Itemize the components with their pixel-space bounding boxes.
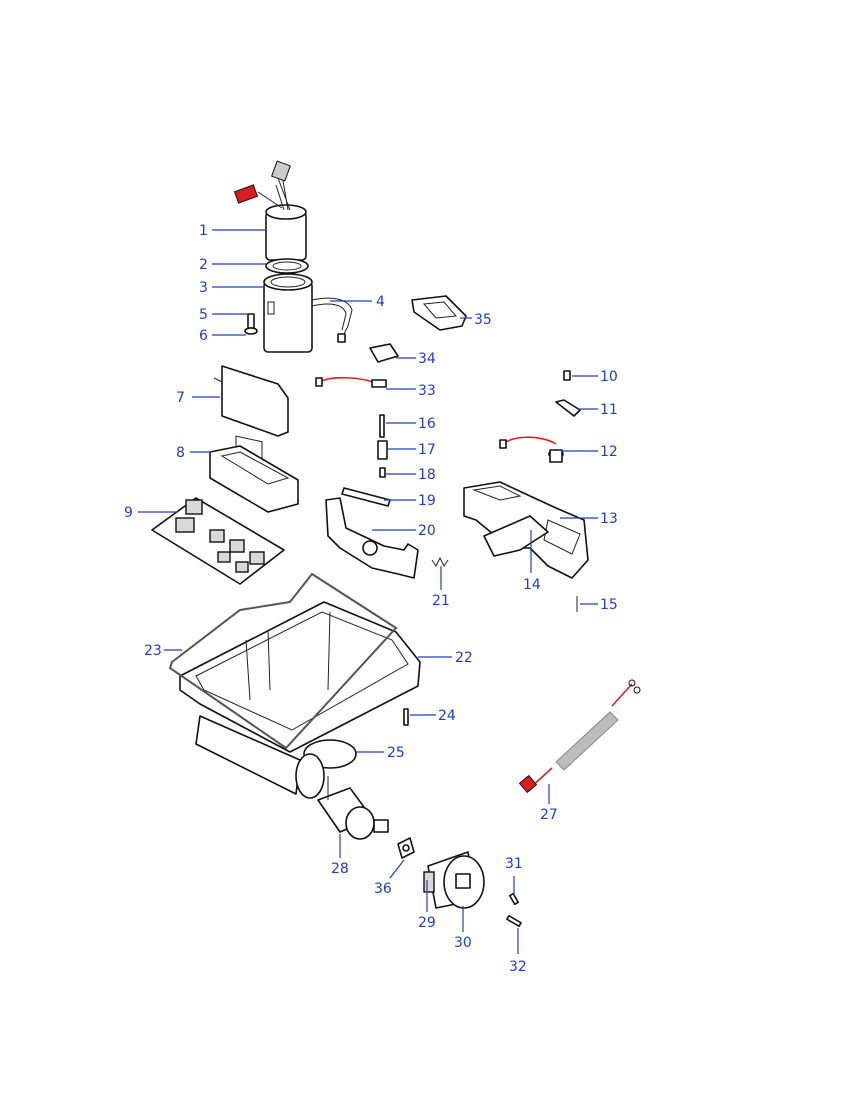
part-7-cover [213,365,289,461]
callout-18: 18 [418,467,436,483]
part-29-30-end-cap [423,851,485,909]
part-9-circuit-board [151,497,285,585]
callout-numbers: 1 2 3 4 5 6 7 8 9 10 11 12 13 14 15 16 1… [124,223,618,975]
part-20-frame [325,497,419,579]
part-36-washer [397,837,415,859]
part-2-gasket [265,258,309,274]
part-18-pin [379,467,386,478]
callout-16: 16 [418,416,436,432]
callout-36: 36 [374,881,392,897]
part-14-channel [483,515,549,557]
callout-24: 24 [438,708,456,724]
callout-23: 23 [144,643,162,659]
part-10-pin [563,370,571,381]
part-16-rod [379,414,385,438]
callout-13: 13 [600,511,618,527]
callout-19: 19 [418,493,436,509]
callout-8: 8 [176,445,185,461]
callout-21: 21 [432,593,450,609]
callout-5: 5 [199,307,208,323]
part-27-heater-cable [518,679,641,794]
callout-4: 4 [376,294,385,310]
part-11-bracket [555,399,581,417]
base-lower-tube [195,715,325,799]
part-35-clip [411,295,467,331]
callout-6: 6 [199,328,208,344]
part-32-screw [506,914,522,928]
callout-34: 34 [418,351,436,367]
callout-1: 1 [199,223,208,239]
callout-27: 27 [540,807,558,823]
part-31-screw [508,892,520,906]
part-34-plate [369,343,399,363]
part-24-screw [403,708,409,726]
leader-lines [138,229,598,954]
callout-28: 28 [331,861,349,877]
callout-10: 10 [600,369,618,385]
callout-9: 9 [124,505,133,521]
callout-2: 2 [199,257,208,273]
part-19-bar [341,487,391,507]
part-28-gear-motor [317,776,389,840]
callout-7: 7 [176,390,185,406]
part-33-sensor-wire [315,376,387,388]
part-5-screw [247,313,255,329]
part-23-gasket-outline [168,572,398,750]
callout-12: 12 [600,444,618,460]
callout-3: 3 [199,280,208,296]
part-17-spacer [377,440,388,460]
callout-32: 32 [509,959,527,975]
callout-22: 22 [455,650,473,666]
callout-20: 20 [418,523,436,539]
part-22-base-tray [179,601,421,753]
part-6-washer [244,327,258,335]
part-3-housing [263,273,313,353]
part-1-motor [233,160,307,261]
callout-17: 17 [418,442,436,458]
part-4-strap [311,297,353,343]
part-8-foam [209,445,299,513]
callout-35: 35 [474,312,492,328]
callout-15: 15 [600,597,618,613]
callout-30: 30 [454,935,472,951]
part-21-spring [431,556,449,567]
callout-14: 14 [523,577,541,593]
callout-11: 11 [600,402,618,418]
callout-29: 29 [418,915,436,931]
callout-31: 31 [505,856,523,872]
callout-25: 25 [387,745,405,761]
part-12-sensor [499,436,564,463]
callout-33: 33 [418,383,436,399]
